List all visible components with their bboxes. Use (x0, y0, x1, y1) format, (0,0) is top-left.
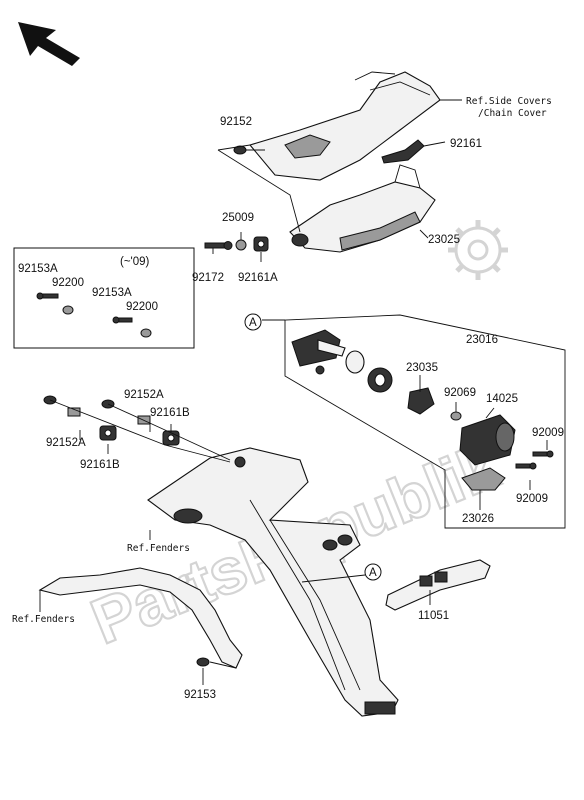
part-label-92161b-1: 92161B (150, 407, 190, 419)
part-label-23016: 23016 (466, 334, 498, 346)
part-label-23025: 23025 (428, 234, 460, 246)
assembly-box-23016 (284, 314, 566, 529)
ref-marker-a-1: A (244, 313, 262, 331)
screw-92009-2 (515, 462, 537, 470)
part-label-92172: 92172 (192, 272, 224, 284)
screw-92172 (204, 241, 233, 250)
part-label-92009-2: 92009 (516, 493, 548, 505)
part-label-92200-1: 92200 (52, 277, 84, 289)
ref-fenders-label-1: Ref.Fenders (127, 543, 190, 554)
part-label-92200-2: 92200 (126, 301, 158, 313)
part-label-23026: 23026 (462, 513, 494, 525)
ref-chain-cover-label: /Chain Cover (478, 108, 547, 119)
clip-23035 (407, 387, 435, 415)
part-label-92153: 92153 (184, 689, 216, 701)
lens-14025 (459, 414, 516, 466)
reflector-23026 (461, 467, 506, 491)
part-label-14025: 14025 (486, 393, 518, 405)
rear-fender-bracket (147, 447, 399, 717)
washer-92200-2 (140, 328, 152, 338)
nut-92153 (196, 657, 210, 667)
bulb-socket (345, 350, 393, 393)
part-label-92161: 92161 (450, 138, 482, 150)
license-lamp-11051 (385, 559, 491, 611)
part-label-92152: 92152 (220, 116, 252, 128)
bracket-92161 (381, 139, 425, 164)
screw-92009-1 (532, 450, 554, 458)
ref-marker-a-2: A (364, 563, 382, 581)
screw-92153A-2 (112, 316, 133, 324)
part-label-92153a-2: 92153A (92, 287, 132, 299)
tail-light-housing-23025 (289, 164, 436, 253)
screw-92153A-1 (36, 292, 59, 300)
inset-box (13, 247, 195, 349)
socket-23016 (291, 329, 346, 375)
washer-92069 (450, 411, 462, 421)
part-label-92161a: 92161A (238, 272, 278, 284)
tail-cover-part (249, 71, 441, 181)
part-label-23035: 23035 (406, 362, 438, 374)
part-label-92153a-1: 92153A (18, 263, 58, 275)
part-label-11051: 11051 (418, 610, 449, 622)
washer-92200-1 (62, 305, 74, 315)
ref-marker-a-2-label: A (369, 567, 377, 579)
ref-side-covers-label: Ref.Side Covers (466, 96, 552, 107)
part-label-92009-1: 92009 (532, 427, 564, 439)
part-label-92161b-2: 92161B (80, 459, 120, 471)
side-fender-strip (38, 567, 243, 669)
grommet-92161A (253, 236, 269, 252)
inset-year-label: (~'09) (120, 256, 150, 268)
grommet-92161B-1 (99, 425, 117, 441)
part-label-92069: 92069 (444, 387, 476, 399)
front-direction-arrow-icon (18, 22, 80, 66)
part-label-92152a-1: 92152A (124, 389, 164, 401)
ref-fenders-label-2: Ref.Fenders (12, 614, 75, 625)
washer-25009 (235, 239, 247, 251)
ref-marker-a-1-label: A (249, 317, 257, 329)
gear-watermark-icon (448, 220, 508, 280)
part-label-25009: 25009 (222, 212, 254, 224)
part-label-92152a-2: 92152A (46, 437, 86, 449)
